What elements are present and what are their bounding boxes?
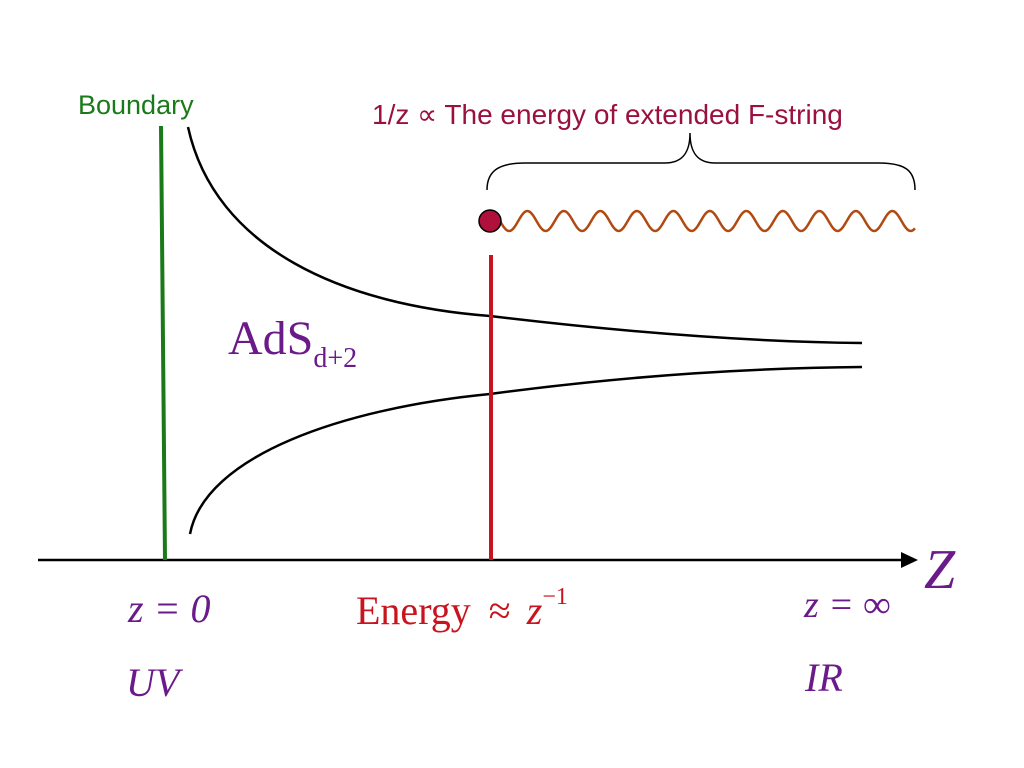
- z-axis-arrowhead: [901, 552, 918, 568]
- uv-label: UV: [126, 660, 184, 705]
- approx-symbol: ≈: [489, 588, 511, 633]
- boundary-line: [159, 125, 167, 561]
- z-infinity-label: z = ∞: [803, 584, 891, 626]
- boundary-label: Boundary: [78, 90, 194, 120]
- ads-subscript: d+2: [313, 343, 357, 374]
- energy-z: z: [526, 588, 543, 633]
- ads-label: AdSd+2: [228, 312, 357, 374]
- energy-exponent: −1: [542, 584, 568, 610]
- energy-formula: Energy ≈ z−1: [356, 584, 568, 633]
- string-energy-label: 1/z ∝ The energy of extended F-string: [372, 99, 843, 130]
- f-string-wave: [498, 209, 916, 233]
- ir-label: IR: [804, 655, 843, 700]
- z-axis-label: Z: [924, 539, 956, 601]
- ads-upper-curve: [186, 126, 863, 345]
- ads-main: AdS: [228, 312, 313, 365]
- string-brace: [486, 132, 916, 191]
- string-endpoint: [478, 209, 502, 233]
- ads-lower-curve: [188, 365, 863, 535]
- energy-word: Energy: [356, 588, 471, 633]
- z-zero-label: z = 0: [127, 586, 211, 631]
